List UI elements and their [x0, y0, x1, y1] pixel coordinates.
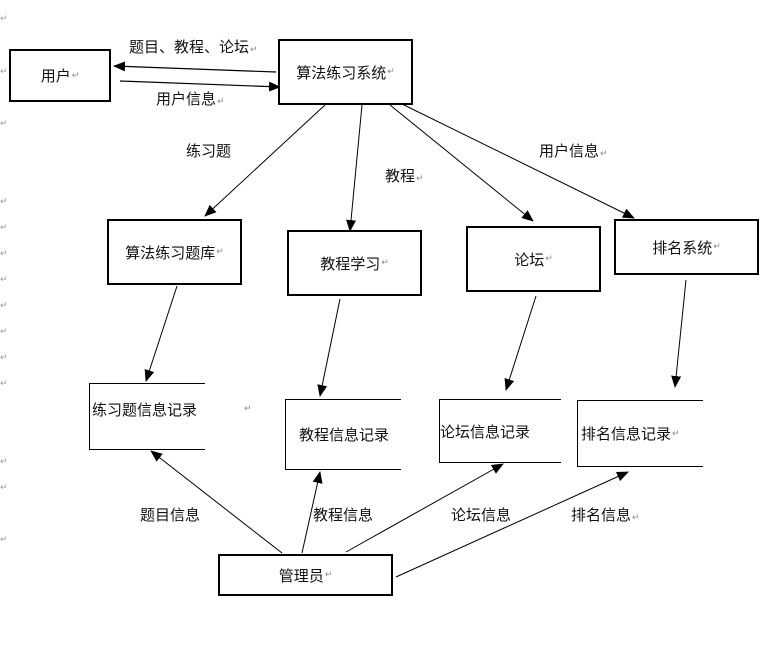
flow-label-system-to-problem-bank: 练习题 — [186, 140, 231, 161]
paragraph-mark: ↵ — [217, 97, 225, 107]
store-problem-records: 练习题信息记录 — [89, 383, 205, 450]
paragraph-mark: ↵ — [0, 483, 8, 493]
paragraph-mark: ↵ — [632, 513, 640, 523]
flow-user-to-system — [119, 80, 281, 92]
store-ranking-records: 排名信息记录↵ — [577, 400, 703, 467]
paragraph-mark: ↵ — [600, 149, 608, 159]
paragraph-mark: ↵ — [0, 223, 8, 233]
flow-admin-to-forum-records — [345, 463, 504, 553]
flow-label-text: 教程 — [385, 167, 416, 185]
flow-system-to-tutorial — [346, 104, 363, 232]
node-label: 排名系统 — [652, 238, 713, 257]
paragraph-mark: ↵ — [0, 67, 8, 77]
flow-label-text: 排名信息 — [571, 506, 632, 524]
node-user: 用户↵ — [9, 49, 111, 102]
node-label: 算法练习题库 — [125, 243, 216, 262]
flow-label-admin-to-ranking-records: 排名信息↵ — [571, 504, 640, 525]
store-label: 论坛信息记录 — [440, 422, 531, 441]
flow-system-to-ranking — [401, 103, 635, 219]
paragraph-mark: ↵ — [0, 353, 8, 363]
flow-label-admin-to-problem-records: 题目信息 — [140, 504, 200, 525]
flow-label-admin-to-tutorial-records: 教程信息 — [313, 504, 373, 525]
paragraph-mark: ↵ — [0, 327, 8, 337]
flow-system-to-problem-bank — [204, 104, 326, 217]
flow-system-to-forum — [389, 104, 534, 222]
paragraph-mark: ↵ — [324, 570, 333, 580]
flow-label-system-to-user: 题目、教程、论坛↵ — [129, 36, 258, 57]
flow-label-text: 教程信息 — [313, 506, 374, 524]
flow-label-text: 练习题 — [186, 142, 232, 160]
paragraph-mark: ↵ — [0, 457, 8, 467]
flow-admin-to-problem-records — [150, 450, 283, 554]
paragraph-mark: ↵ — [672, 428, 680, 439]
flow-problem-bank-to-records — [144, 285, 178, 382]
flow-system-to-user — [113, 61, 277, 73]
paragraph-mark: ↵ — [216, 247, 224, 257]
store-label: 排名信息记录 — [581, 425, 672, 443]
paragraph-mark: ↵ — [713, 242, 721, 252]
node-forum: 论坛↵ — [466, 226, 601, 292]
node-admin: 管理员↵ — [218, 554, 393, 596]
node-label: 论坛 — [514, 250, 545, 269]
paragraph-mark: ↵ — [0, 301, 8, 311]
flow-label-text: 论坛信息 — [451, 506, 512, 524]
node-label: 教程学习 — [320, 254, 381, 273]
paragraph-mark: ↵ — [416, 174, 424, 184]
node-problem-bank: 算法练习题库↵ — [107, 219, 242, 285]
flow-label-text: 用户信息 — [156, 90, 217, 108]
node-ranking: 排名系统↵ — [614, 219, 759, 275]
store-label: 练习题信息记录 — [92, 401, 198, 419]
paragraph-mark: ↵ — [71, 70, 80, 81]
node-label: 管理员 — [278, 566, 324, 585]
paragraph-mark: ↵ — [545, 254, 553, 264]
paragraph-mark: ↵ — [0, 275, 8, 285]
node-label: 算法练习系统 — [296, 63, 387, 82]
paragraph-mark: ↵ — [0, 535, 8, 545]
flow-label-admin-to-forum-records: 论坛信息 — [451, 504, 511, 525]
node-system: 算法练习系统↵ — [278, 39, 413, 105]
store-forum-records: 论坛信息记录 — [439, 399, 561, 463]
node-label: 用户 — [40, 67, 71, 85]
flow-label-user-to-system: 用户信息↵ — [156, 88, 225, 109]
paragraph-mark: ↵ — [0, 197, 8, 207]
paragraph-mark: ↵ — [0, 119, 8, 129]
store-label: 教程信息记录 — [299, 426, 390, 444]
flow-admin-to-ranking-records — [395, 471, 629, 578]
paragraph-mark: ↵ — [387, 67, 395, 77]
paragraph-mark: ↵ — [0, 14, 8, 24]
flow-label-system-to-ranking: 用户信息↵ — [539, 140, 608, 161]
flow-label-text: 题目、教程、论坛 — [129, 38, 250, 56]
paragraph-mark: ↵ — [0, 249, 8, 259]
paragraph-mark: ↵ — [244, 404, 252, 414]
flow-label-text: 用户信息 — [539, 142, 600, 160]
flow-label-system-to-tutorial: 教程↵ — [385, 165, 424, 186]
paragraph-mark: ↵ — [250, 45, 258, 55]
flow-label-text: 题目信息 — [140, 506, 201, 524]
store-tutorial-records: 教程信息记录 — [285, 399, 401, 470]
flow-tutorial-to-records — [317, 298, 341, 397]
paragraph-mark: ↵ — [381, 258, 389, 268]
flow-ranking-to-records — [671, 279, 687, 388]
flow-admin-to-tutorial-records — [301, 471, 323, 554]
paragraph-mark: ↵ — [0, 379, 8, 389]
node-tutorial: 教程学习↵ — [287, 230, 422, 296]
flow-forum-to-records — [504, 295, 537, 391]
